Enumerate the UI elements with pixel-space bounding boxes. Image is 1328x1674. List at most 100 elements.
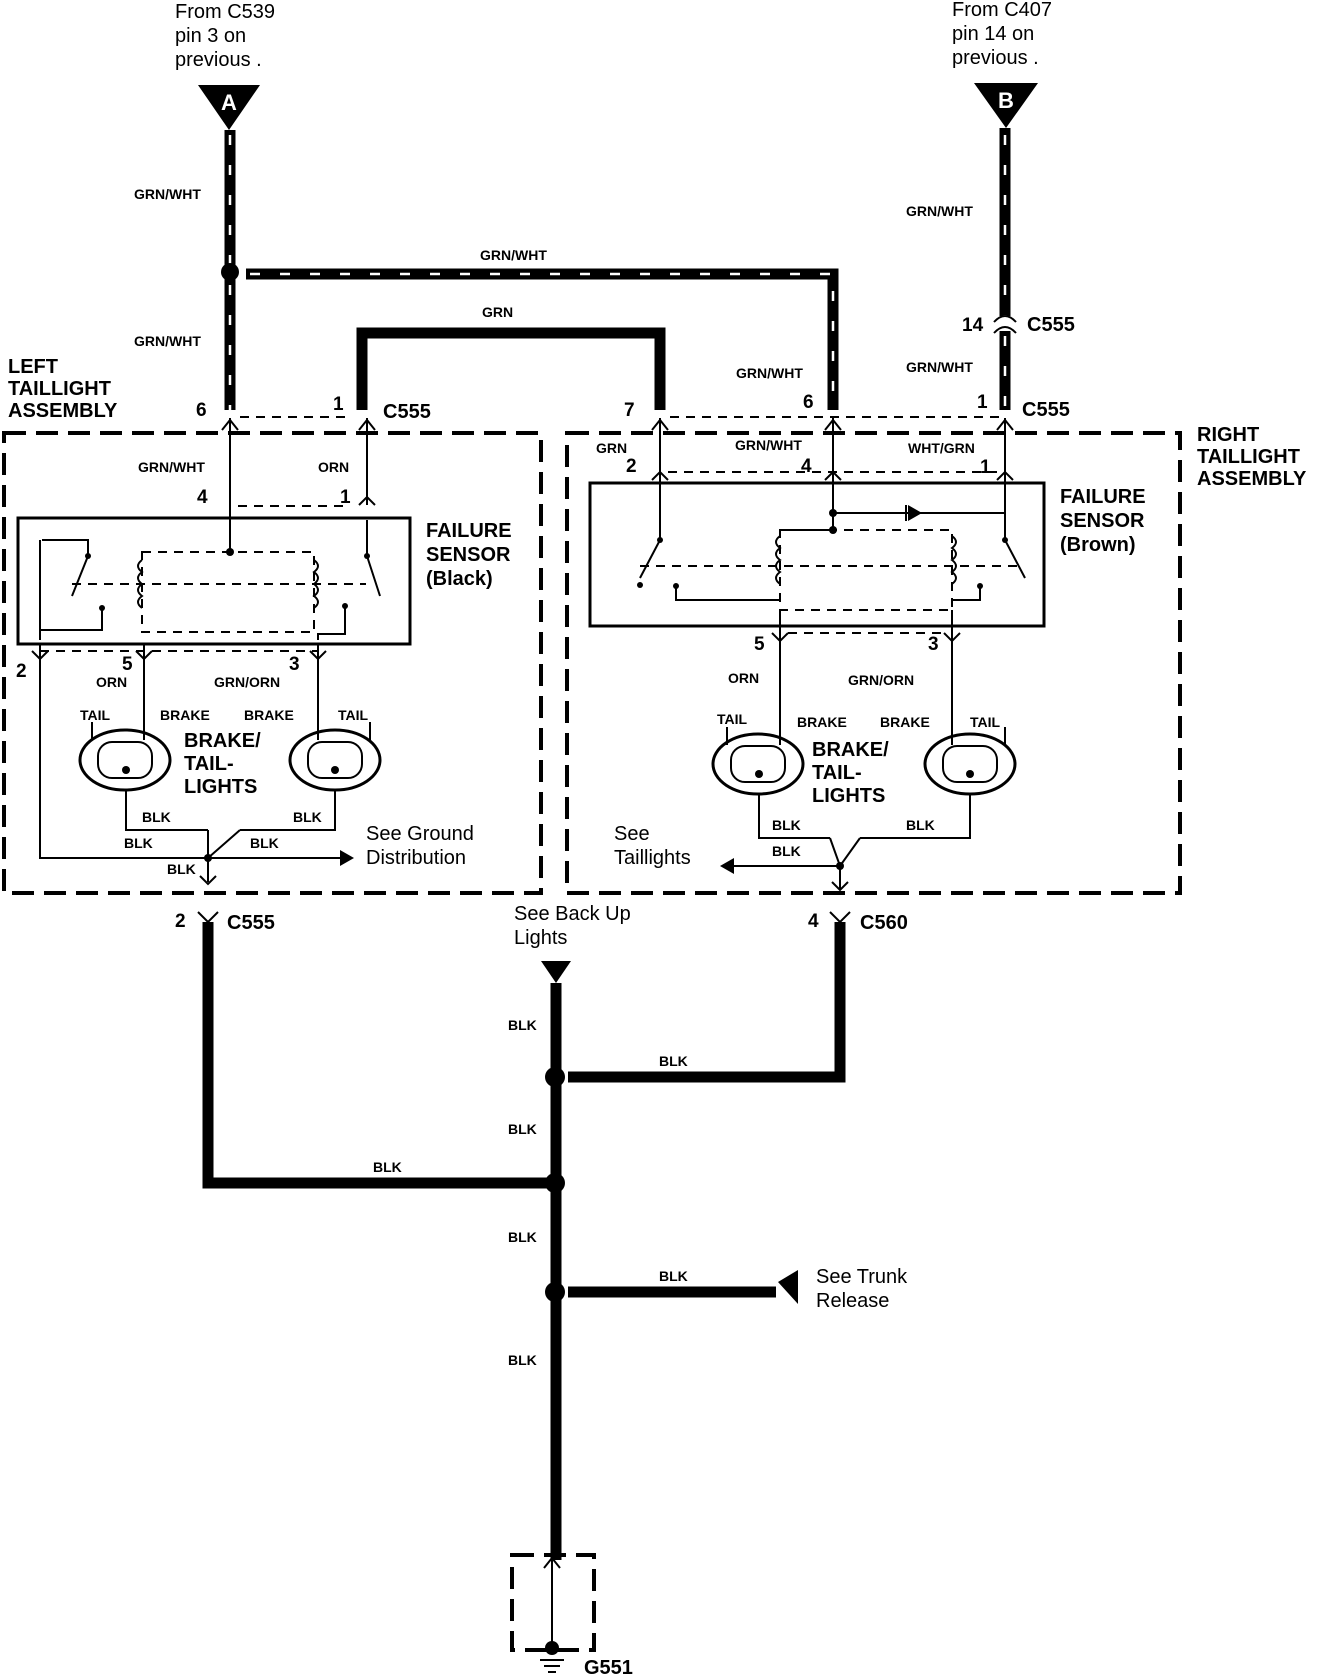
left-sensor-label-1: FAILURE xyxy=(426,520,512,542)
right-lamps-label-3: LIGHTS xyxy=(812,785,885,807)
pin-label: 1 xyxy=(980,457,991,478)
source-a-note-2: pin 3 on xyxy=(175,25,246,47)
pin-label: 4 xyxy=(197,487,208,508)
left-assembly-boundary xyxy=(2,431,543,895)
right-brake-tail-lamp-2 xyxy=(923,732,1017,796)
wire-label: BLK xyxy=(772,843,801,859)
right-lamps-label-1: BRAKE/ xyxy=(812,739,889,761)
wire-label: WHT/GRN xyxy=(908,440,975,456)
wire-left-ground xyxy=(202,922,550,1189)
left-lamps-label-3: LIGHTS xyxy=(184,776,257,798)
wire-label: GRN/WHT xyxy=(906,203,973,219)
source-b-note-3: previous . xyxy=(952,47,1039,69)
wire-label: BLK xyxy=(373,1159,402,1175)
pin-label: 6 xyxy=(803,392,814,413)
connector-label: C555 xyxy=(383,401,431,423)
left-title-3: ASSEMBLY xyxy=(8,400,118,422)
trunk-release-arrow xyxy=(778,1270,798,1304)
wire-label: GRN/WHT xyxy=(138,459,205,475)
right-sensor-internals xyxy=(637,495,1026,626)
source-b-triangle xyxy=(974,83,1038,128)
trunk-note-2: Release xyxy=(816,1290,889,1312)
right-sensor-label-1: FAILURE xyxy=(1060,486,1146,508)
connector-label: C560 xyxy=(860,912,908,934)
wire-label: BLK xyxy=(508,1229,537,1245)
pin-label: 2 xyxy=(626,456,637,477)
left-sensor-label-2: SENSOR xyxy=(426,544,511,566)
left-title-1: LEFT xyxy=(8,356,58,378)
wire-label: BLK xyxy=(167,861,196,877)
wire-label: GRN/ORN xyxy=(214,674,280,690)
lamp-pin-label: TAIL xyxy=(970,714,1001,730)
lamp-pin-label: BRAKE xyxy=(797,714,847,730)
source-a-triangle xyxy=(198,85,260,130)
pin-label: 14 xyxy=(962,315,984,336)
connector-label: C555 xyxy=(1027,314,1075,336)
pin-label: 3 xyxy=(928,634,939,655)
wire-label: BLK xyxy=(142,809,171,825)
wire-label: BLK xyxy=(124,835,153,851)
ground-g551-box xyxy=(510,1553,596,1652)
left-brake-tail-lamp-1 xyxy=(78,728,172,792)
wire-label: ORN xyxy=(96,674,127,690)
wire-label: GRN/WHT xyxy=(735,437,802,453)
right-title-1: RIGHT xyxy=(1197,424,1259,446)
pin-label: 2 xyxy=(16,661,27,682)
taillights-note-1: See xyxy=(614,823,650,845)
right-title-2: TAILLIGHT xyxy=(1197,446,1300,468)
lamp-pin-label: TAIL xyxy=(80,707,111,723)
wire-label: GRN xyxy=(482,304,513,320)
top-wiring: GRN/WHT GRN/WHT GRN/WHT GRN GRN/WHT GRN/… xyxy=(134,128,1075,423)
wire-label: GRN xyxy=(596,440,627,456)
source-a: From C539 pin 3 on previous . A xyxy=(175,1,275,130)
wire-label: GRN/WHT xyxy=(906,359,973,375)
wire-label: BLK xyxy=(659,1268,688,1284)
source-a-note-1: From C539 xyxy=(175,1,275,23)
right-taillight-assembly: RIGHT TAILLIGHT ASSEMBLY GRN GRN/WHT WHT… xyxy=(565,418,1307,895)
wire-label: GRN/WHT xyxy=(134,186,201,202)
pin-label: 2 xyxy=(175,911,186,932)
lamp-pin-label: TAIL xyxy=(338,707,369,723)
wire-label: BLK xyxy=(659,1053,688,1069)
pin-label: 7 xyxy=(624,400,635,421)
wire-label: ORN xyxy=(728,670,759,686)
left-sensor-label-3: (Black) xyxy=(426,568,493,590)
wire-label: BLK xyxy=(508,1121,537,1137)
backup-note-2: Lights xyxy=(514,927,567,949)
wire-label: BLK xyxy=(250,835,279,851)
wire-label: GRN/WHT xyxy=(736,365,803,381)
wire-label: ORN xyxy=(318,459,349,475)
right-lamps-label-2: TAIL- xyxy=(812,762,862,784)
left-lamps-label-2: TAIL- xyxy=(184,753,234,775)
ground-note-2: Distribution xyxy=(366,847,466,869)
diode-icon xyxy=(908,505,922,521)
wire-right-ground xyxy=(568,922,846,1083)
wire-grn-wht-crossover xyxy=(246,268,839,410)
wire-label: BLK xyxy=(508,1017,537,1033)
pin-label: 5 xyxy=(754,634,765,655)
wire-label: BLK xyxy=(508,1352,537,1368)
source-b-note-2: pin 14 on xyxy=(952,23,1034,45)
lamp-pin-label: BRAKE xyxy=(244,707,294,723)
backup-note-1: See Back Up xyxy=(514,903,631,925)
right-brake-tail-lamp-1 xyxy=(711,732,805,796)
lamp-pin-label: BRAKE xyxy=(160,707,210,723)
splice-3 xyxy=(545,1282,565,1302)
right-sensor-label-3: (Brown) xyxy=(1060,534,1136,556)
wire-label: GRN/WHT xyxy=(480,247,547,263)
connector-label: G551 xyxy=(584,1657,633,1674)
ground-wiring: 2 C555 4 C560 See Back Up Lights See Tru… xyxy=(175,903,908,1674)
left-failure-sensor xyxy=(16,516,412,646)
left-title-2: TAILLIGHT xyxy=(8,378,111,400)
splice-2 xyxy=(545,1173,565,1193)
left-brake-tail-lamp-2 xyxy=(288,728,382,792)
left-taillight-assembly: LEFT TAILLIGHT ASSEMBLY GRN/WHT ORN 4 1 … xyxy=(2,356,543,895)
pin-label: 1 xyxy=(977,392,988,413)
pin-label: 4 xyxy=(801,456,812,477)
source-a-note-3: previous . xyxy=(175,49,262,71)
wire-label: GRN/WHT xyxy=(134,333,201,349)
taillights-note-2: Taillights xyxy=(614,847,691,869)
wire-label: BLK xyxy=(293,809,322,825)
left-sensor-internals xyxy=(39,520,381,640)
backup-lights-arrow xyxy=(541,961,571,983)
